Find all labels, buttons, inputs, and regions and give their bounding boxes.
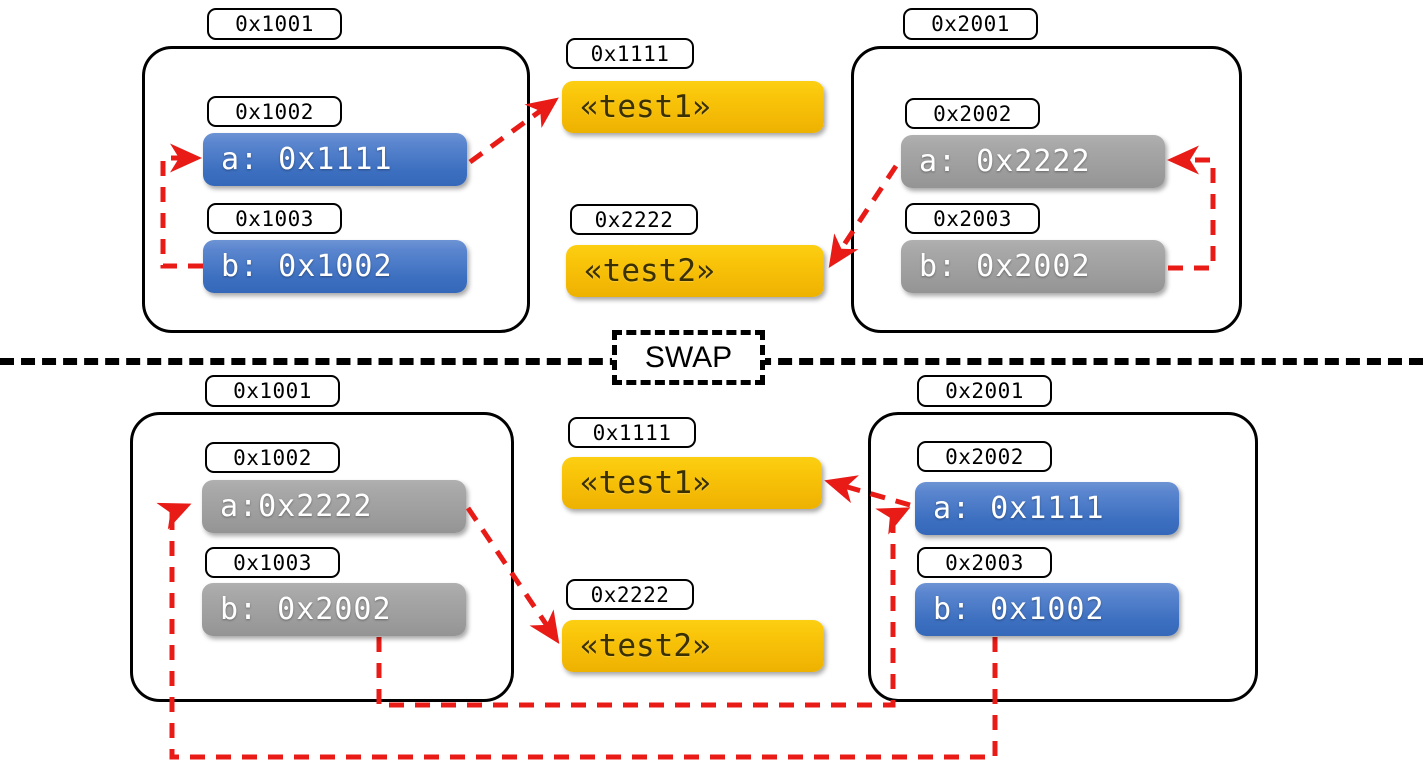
slot-address-after-left-1: 0x1003 xyxy=(205,547,340,578)
slot-address-before-right-1: 0x2003 xyxy=(905,203,1040,234)
slot-address-before-left-0: 0x1002 xyxy=(207,96,342,127)
frame-address-after-right: 0x2001 xyxy=(917,375,1052,407)
slot-value-before-right-1: b: 0x2002 xyxy=(901,240,1165,293)
heap-value-after-1: «test2» xyxy=(562,620,824,672)
heap-address-before-1: 0x2222 xyxy=(570,204,698,235)
heap-address-before-0: 0x1111 xyxy=(566,38,694,69)
slot-value-after-right-0: a: 0x1111 xyxy=(915,482,1179,535)
frame-address-before-left: 0x1001 xyxy=(207,8,342,40)
slot-value-after-right-1: b: 0x1002 xyxy=(915,583,1179,636)
frame-address-before-right: 0x2001 xyxy=(903,8,1038,40)
heap-value-before-1: «test2» xyxy=(566,245,824,297)
slot-value-after-left-0: a:0x2222 xyxy=(202,480,466,533)
heap-value-before-0: «test1» xyxy=(562,81,824,133)
heap-address-after-1: 0x2222 xyxy=(566,579,694,610)
slot-address-before-right-0: 0x2002 xyxy=(905,98,1040,129)
slot-value-before-left-0: a: 0x1111 xyxy=(203,133,467,186)
heap-address-after-0: 0x1111 xyxy=(568,417,696,448)
slot-value-before-right-0: a: 0x2222 xyxy=(901,135,1165,188)
swap-label: SWAP xyxy=(612,330,765,385)
slot-address-after-right-1: 0x2003 xyxy=(917,547,1052,578)
heap-value-after-0: «test1» xyxy=(562,457,822,509)
slot-address-after-right-0: 0x2002 xyxy=(917,441,1052,472)
slot-address-after-left-0: 0x1002 xyxy=(205,442,340,473)
slot-value-before-left-1: b: 0x1002 xyxy=(203,240,467,293)
slot-address-before-left-1: 0x1003 xyxy=(207,203,342,234)
frame-address-after-left: 0x1001 xyxy=(205,375,340,407)
slot-value-after-left-1: b: 0x2002 xyxy=(202,583,466,636)
